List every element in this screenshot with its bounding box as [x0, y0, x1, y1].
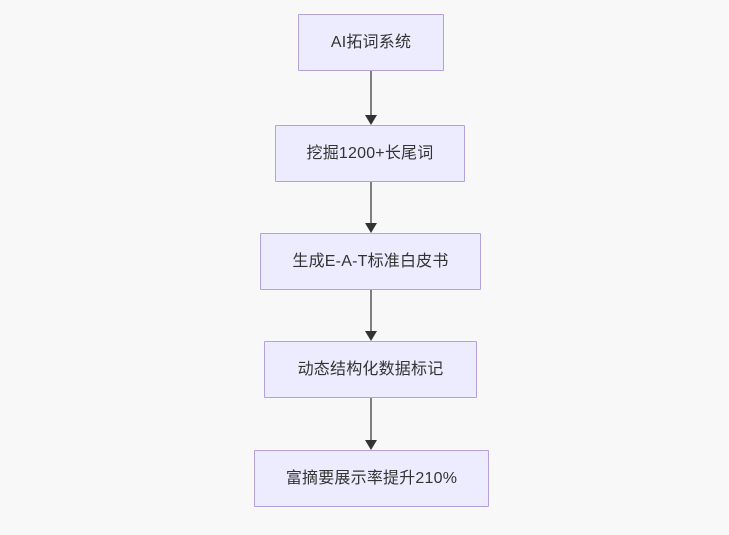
edge-connector-4 [365, 398, 377, 450]
edge-connector-3 [365, 290, 377, 341]
flow-node-mine-longtail-keywords[interactable]: 挖掘1200+长尾词 [275, 125, 465, 182]
flow-node-label: AI拓词系统 [330, 33, 412, 51]
arrowhead-icon-1 [365, 115, 377, 125]
flow-node-label: 富摘要展示率提升210% [285, 469, 458, 487]
edge-connector-2 [365, 182, 377, 233]
edge-connector-1 [365, 71, 377, 125]
flow-node-label: 挖掘1200+长尾词 [306, 144, 434, 162]
arrowhead-icon-2 [365, 223, 377, 233]
flow-node-label: 动态结构化数据标记 [297, 360, 444, 378]
flow-node-generate-eat-whitepaper[interactable]: 生成E-A-T标准白皮书 [260, 233, 481, 290]
flow-node-rich-snippet-rate-increase[interactable]: 富摘要展示率提升210% [254, 450, 489, 507]
flow-node-label: 生成E-A-T标准白皮书 [292, 252, 449, 270]
arrowhead-icon-3 [365, 331, 377, 341]
flow-node-dynamic-structured-data-markup[interactable]: 动态结构化数据标记 [264, 341, 477, 398]
flow-node-ai-keyword-system[interactable]: AI拓词系统 [298, 14, 444, 71]
arrowhead-icon-4 [365, 440, 377, 450]
